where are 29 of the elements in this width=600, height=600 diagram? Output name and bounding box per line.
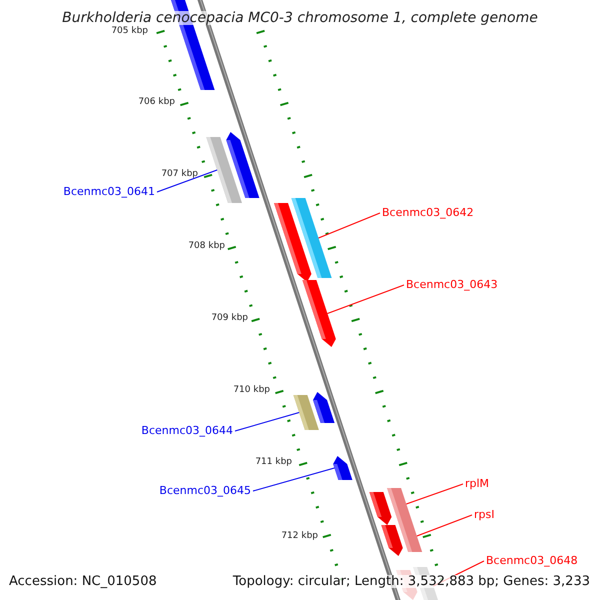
gene-label: Bcenmc03_0642 (382, 207, 474, 218)
accession-text: Accession: NC_010508 (9, 575, 157, 588)
leader-line (326, 284, 404, 314)
gene-label: Bcenmc03_0643 (406, 279, 498, 290)
gene-feature (398, 520, 422, 552)
gene-feature (291, 198, 332, 278)
scale-label: 709 kbp (211, 314, 248, 323)
gene-feature (333, 456, 352, 480)
gene-label: Bcenmc03_0641 (63, 186, 155, 197)
gene-feature (302, 280, 336, 347)
scale-label: 712 kbp (281, 532, 318, 541)
leader-line (318, 212, 380, 238)
genome-info-text: Topology: circular; Length: 3,532,883 bp; Genes: 3,233 (232, 575, 590, 588)
gene-label: Bcenmc03_0648 (486, 555, 578, 566)
gene-label: rplM (465, 478, 490, 489)
gene-label: rpsI (474, 509, 494, 520)
scale-label: 706 kbp (138, 98, 175, 107)
gene-label: Bcenmc03_0645 (159, 485, 251, 496)
scale-label: 711 kbp (255, 458, 292, 467)
leader-line (156, 170, 218, 192)
leader-line (406, 484, 464, 504)
gene-label: Bcenmc03_0644 (141, 425, 233, 436)
leader-line (416, 514, 472, 536)
scale-label: 708 kbp (188, 242, 225, 251)
scale-label: 707 kbp (161, 170, 198, 179)
gene-feature (387, 488, 412, 520)
scale-label: 710 kbp (233, 386, 270, 395)
leader-line (252, 468, 335, 492)
scale-label: 705 kbp (111, 27, 148, 36)
